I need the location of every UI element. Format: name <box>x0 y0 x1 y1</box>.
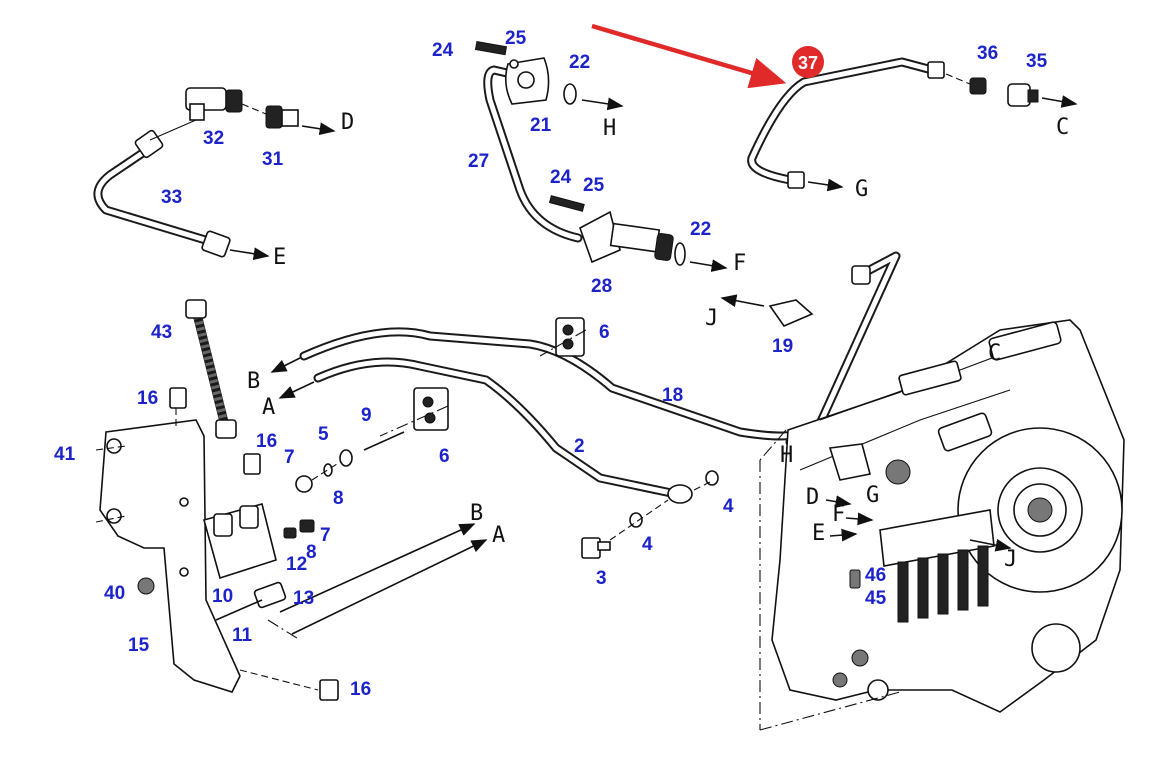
lower-ports <box>267 523 488 641</box>
port-letter-labels: D H C E F G J B A B A C H D G F E J <box>247 110 1069 572</box>
part-number: 9 <box>361 405 372 426</box>
part-number: 46 <box>865 565 886 586</box>
clip-16-b <box>243 453 261 475</box>
port-letter: J <box>1004 547 1017 572</box>
bolt-9-assembly <box>295 431 405 493</box>
part-number: 18 <box>662 385 683 406</box>
part-number: 8 <box>306 542 317 563</box>
port-letter: A <box>262 395 275 420</box>
part-number: 6 <box>599 322 610 343</box>
port-letter: B <box>247 369 260 394</box>
nut-40 <box>137 577 155 595</box>
part-number: 27 <box>468 151 489 172</box>
part-number: 33 <box>161 187 182 208</box>
housing-port-arrows <box>825 495 1012 552</box>
clip-16-a <box>169 387 187 428</box>
fitting-36 <box>945 73 987 95</box>
port-letter: F <box>733 251 746 276</box>
fitting-35 <box>1007 83 1078 108</box>
part-number: 7 <box>284 447 295 468</box>
port-letter: D <box>806 485 819 510</box>
highlight-arrow <box>591 23 787 89</box>
part-number: 4 <box>642 534 653 555</box>
part-number: 25 <box>505 28 527 49</box>
port-letter: H <box>603 116 616 141</box>
valve-block-12 <box>203 503 315 621</box>
flange-21 <box>474 41 624 111</box>
adapter-31 <box>241 103 336 136</box>
port-letter: C <box>988 341 1001 366</box>
port-letter: F <box>832 502 845 527</box>
part-number: 25 <box>583 175 605 196</box>
part-number: 7 <box>320 525 331 546</box>
part-number: 5 <box>318 424 329 445</box>
tee-fitting-32 <box>149 87 243 141</box>
part-number: 16 <box>256 431 277 452</box>
port-letter: J <box>705 306 718 331</box>
port-letter: E <box>273 245 286 270</box>
flange-28 <box>548 195 728 272</box>
pipe-37 <box>747 57 945 192</box>
part-number: 35 <box>1026 51 1048 72</box>
highlight-badge <box>792 46 824 78</box>
part-number: 2 <box>574 436 585 457</box>
part-number-labels: 24 25 22 21 32 31 36 35 27 33 24 25 22 2… <box>54 28 1048 700</box>
port-letter: H <box>780 443 793 468</box>
clip-16-c <box>239 669 339 701</box>
part-number: 11 <box>232 625 253 646</box>
control-valve-block <box>849 509 995 623</box>
part-number: 8 <box>333 488 344 509</box>
clamp-6-upper <box>539 317 587 357</box>
pipe-2 <box>278 357 693 504</box>
part-number: 40 <box>104 583 125 604</box>
port-letter: D <box>341 110 354 135</box>
part-number: 16 <box>350 679 371 700</box>
part-number: 22 <box>690 219 711 240</box>
hose-43 <box>185 299 237 439</box>
bracket-15 <box>95 419 241 693</box>
bolt-3 <box>581 470 719 559</box>
part-number: 45 <box>865 588 887 609</box>
port-letter: A <box>492 523 505 548</box>
pipe-33 <box>93 129 270 261</box>
pipe-27 <box>483 65 583 243</box>
part-number: 12 <box>286 554 307 575</box>
part-number: 16 <box>137 388 158 409</box>
part-number: 10 <box>212 586 233 607</box>
clamp-6-lower <box>379 387 449 437</box>
part-number: 32 <box>203 128 224 149</box>
part-number: 28 <box>591 276 612 297</box>
highlight-badge-text: 37 <box>798 53 818 73</box>
part-number: 13 <box>293 588 314 609</box>
part-number: 15 <box>128 635 150 656</box>
transmission-housing <box>759 319 1125 731</box>
part-number: 24 <box>432 40 454 61</box>
pipe-18 <box>270 327 805 441</box>
part-number: 6 <box>439 446 450 467</box>
part-number: 43 <box>151 322 172 343</box>
part-number: 36 <box>977 43 998 64</box>
port-letter: E <box>812 521 825 546</box>
part-number: 3 <box>596 568 607 589</box>
port-letter: G <box>855 177 868 202</box>
part-number: 4 <box>723 496 734 517</box>
part-number: 41 <box>54 444 76 465</box>
port-letter: G <box>866 483 879 508</box>
part-number: 24 <box>550 167 572 188</box>
port-letter: C <box>1056 115 1069 140</box>
part-number: 21 <box>530 115 552 136</box>
part-number: 19 <box>772 336 793 357</box>
part-number: 31 <box>262 149 284 170</box>
port-letter: B <box>470 501 483 526</box>
part-number: 22 <box>569 52 590 73</box>
